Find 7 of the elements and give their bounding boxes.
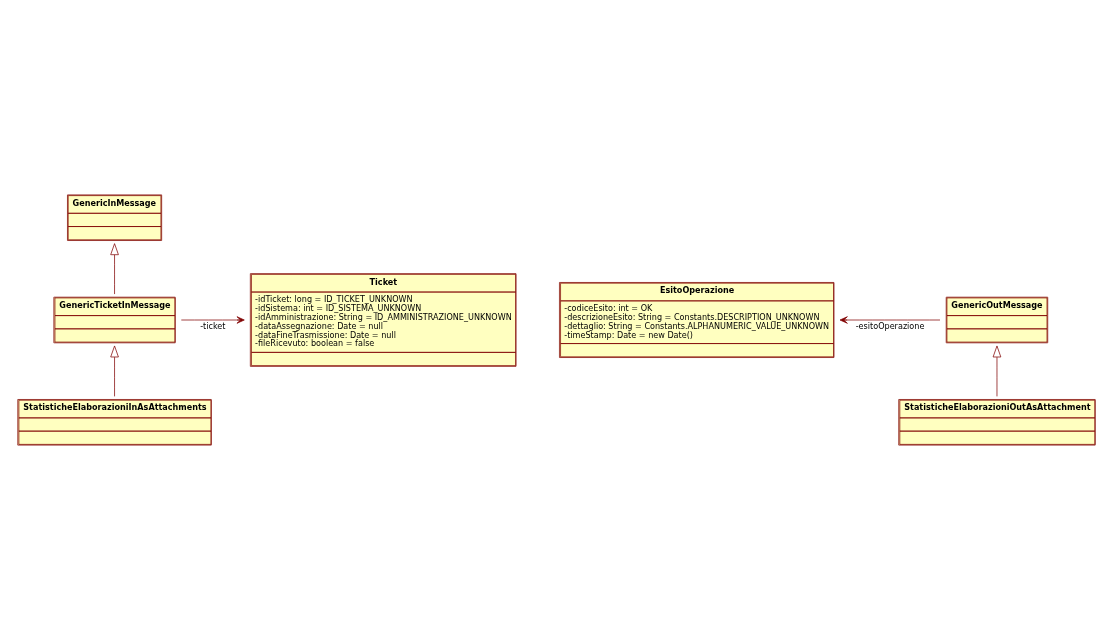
arrow xyxy=(110,243,119,295)
edge-label: -ticket xyxy=(200,320,226,331)
arrow xyxy=(992,345,1002,397)
arrow xyxy=(110,345,119,397)
arrow xyxy=(180,316,245,324)
arrow xyxy=(839,316,941,324)
edge-label: -esitoOperazione xyxy=(855,320,925,331)
